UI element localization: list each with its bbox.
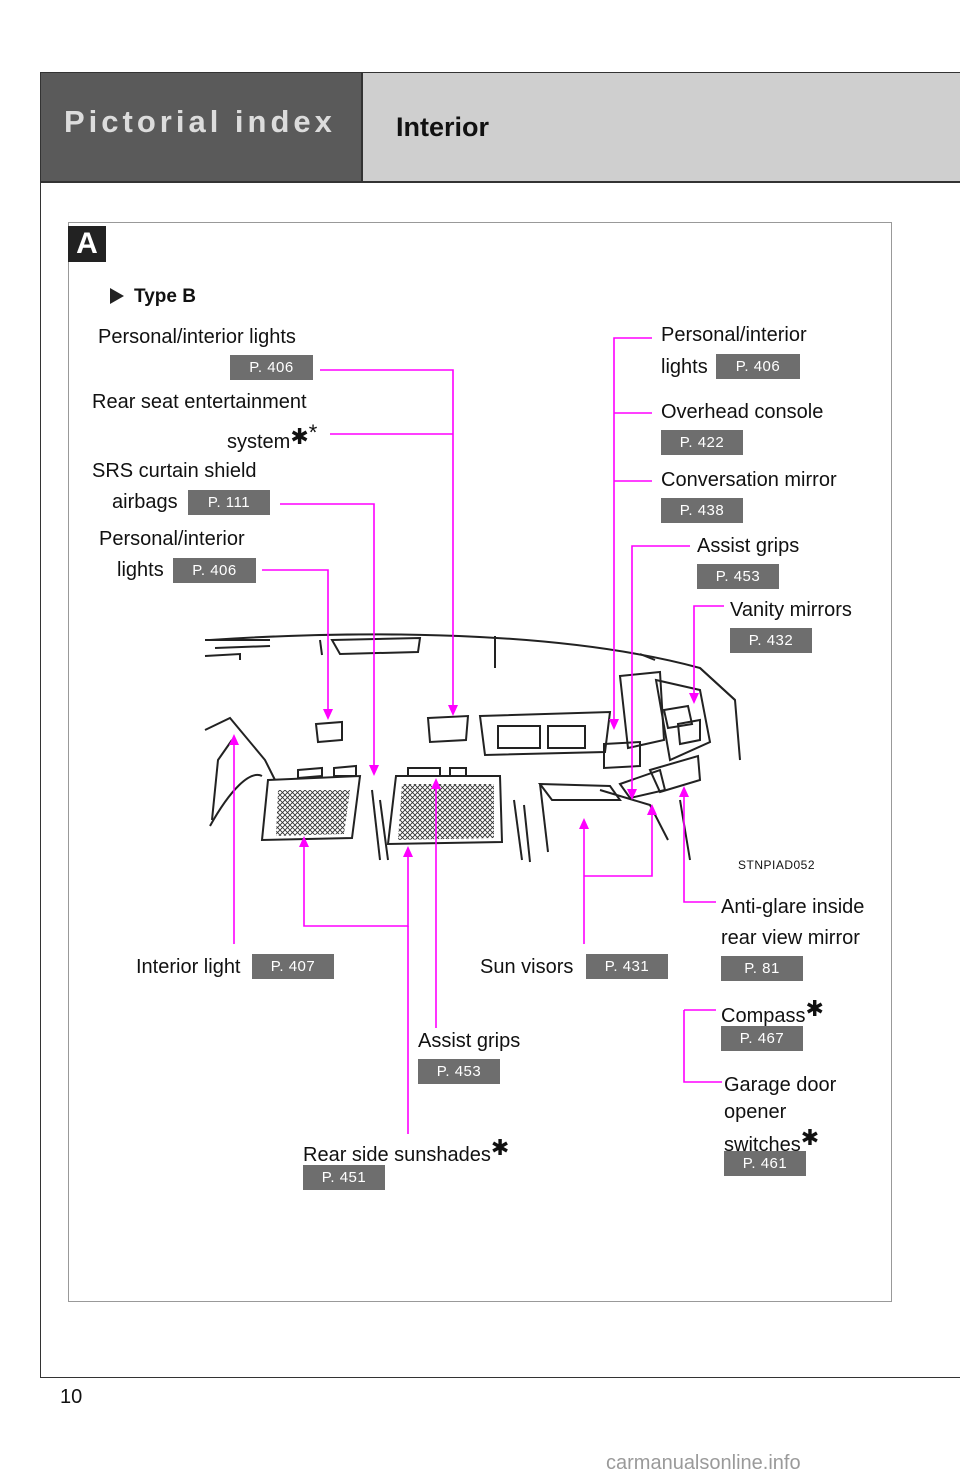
- label-personal-interior-right-lights: lights: [661, 356, 708, 378]
- header-bottom-rule: [41, 181, 960, 183]
- type-label: Type B: [110, 286, 196, 308]
- leader-lines: [233, 337, 724, 1134]
- rear-sunshade-left: [276, 790, 350, 836]
- label-personal-interior-right: Personal/interior: [661, 324, 807, 346]
- leader-arrowheads: [229, 693, 699, 857]
- page-ref-overhead-console: P. 422: [661, 430, 743, 455]
- label-anti-glare: Anti-glare inside: [721, 896, 865, 918]
- page-ref-compass: P. 467: [721, 1026, 803, 1051]
- page-ref-assist-grips-rear: P. 453: [418, 1059, 500, 1084]
- page-ref-sun-visors: P. 431: [586, 954, 668, 979]
- section-subtitle: Interior: [396, 112, 490, 142]
- page-ref-interior-light: P. 407: [252, 954, 334, 979]
- vehicle-drawing: [204, 633, 741, 863]
- label-rear-side-sunshades: Rear side sunshades✱: [303, 1133, 509, 1170]
- type-label-text: Type B: [134, 286, 196, 307]
- illustration-code: STNPIAD052: [738, 858, 816, 872]
- label-conversation-mirror: Conversation mirror: [661, 469, 837, 491]
- page-ref-rear-side-sunshades: P. 451: [303, 1165, 385, 1190]
- label-rear-view-mirror: rear view mirror: [721, 927, 860, 949]
- label-assist-grips-rear: Assist grips: [418, 1030, 521, 1052]
- page-ref-assist-grips-front: P. 453: [697, 564, 779, 589]
- triangle-bullet-icon: [110, 288, 124, 304]
- label-vanity-mirrors: Vanity mirrors: [730, 599, 852, 621]
- header-divider: [361, 73, 363, 181]
- label-rear-seat-entertainment-line2: system✱*: [227, 420, 318, 453]
- label-overhead-console: Overhead console: [661, 401, 824, 423]
- label-personal-interior-lights-top: Personal/interior lights: [98, 326, 296, 348]
- label-compass: Compass✱: [721, 994, 824, 1031]
- page-frame: [40, 72, 960, 1378]
- page-number: 10: [60, 1386, 83, 1408]
- page-ref-srs-curtain: P. 111: [188, 490, 270, 515]
- asterisk-icon: ✱: [290, 424, 309, 449]
- page-ref-personal-interior-right: P. 406: [716, 354, 800, 379]
- asterisk-icon: ✱: [800, 1125, 820, 1150]
- page-ref-anti-glare: P. 81: [721, 956, 803, 981]
- label-compass-text: Compass: [721, 1005, 806, 1027]
- label-garage-switches: switches✱: [724, 1123, 819, 1160]
- page-ref-personal-interior-left: P. 406: [173, 558, 256, 583]
- watermark: carmanualsonline.info: [606, 1452, 801, 1474]
- page-ref-conversation-mirror: P. 438: [661, 498, 743, 523]
- label-garage-switches-text: switches: [724, 1134, 801, 1156]
- label-sun-visors: Sun visors: [480, 956, 574, 978]
- panel-badge: A: [68, 226, 106, 262]
- header-dark-block: [41, 73, 361, 181]
- label-assist-grips-front: Assist grips: [697, 535, 800, 557]
- page-ref-garage: P. 461: [724, 1151, 806, 1176]
- label-personal-interior-left-lights: lights: [117, 559, 164, 581]
- label-garage-door: Garage door: [724, 1074, 837, 1096]
- label-rear-seat-entertainment-system: system: [227, 431, 291, 453]
- label-interior-light: Interior light: [136, 956, 241, 978]
- asterisk-icon: ✱: [490, 1135, 510, 1160]
- section-title: Pictorial index: [64, 104, 336, 139]
- label-rear-side-sunshades-text: Rear side sunshades: [303, 1144, 491, 1166]
- label-personal-interior-left: Personal/interior: [99, 528, 245, 550]
- diagram-panel: [68, 222, 892, 1302]
- label-srs-curtain-shield: SRS curtain shield: [92, 460, 257, 482]
- header-light-block: [363, 73, 960, 181]
- page-ref-vanity-mirrors: P. 432: [730, 628, 812, 653]
- asterisk-icon: ✱: [805, 996, 824, 1021]
- label-garage-opener: opener: [724, 1101, 787, 1123]
- label-srs-airbags: airbags: [112, 491, 178, 513]
- rear-sunshade-right: [398, 784, 494, 840]
- page-ref-personal-interior-lights-top: P. 406: [230, 355, 313, 380]
- label-rear-seat-entertainment: Rear seat entertainment: [92, 391, 307, 413]
